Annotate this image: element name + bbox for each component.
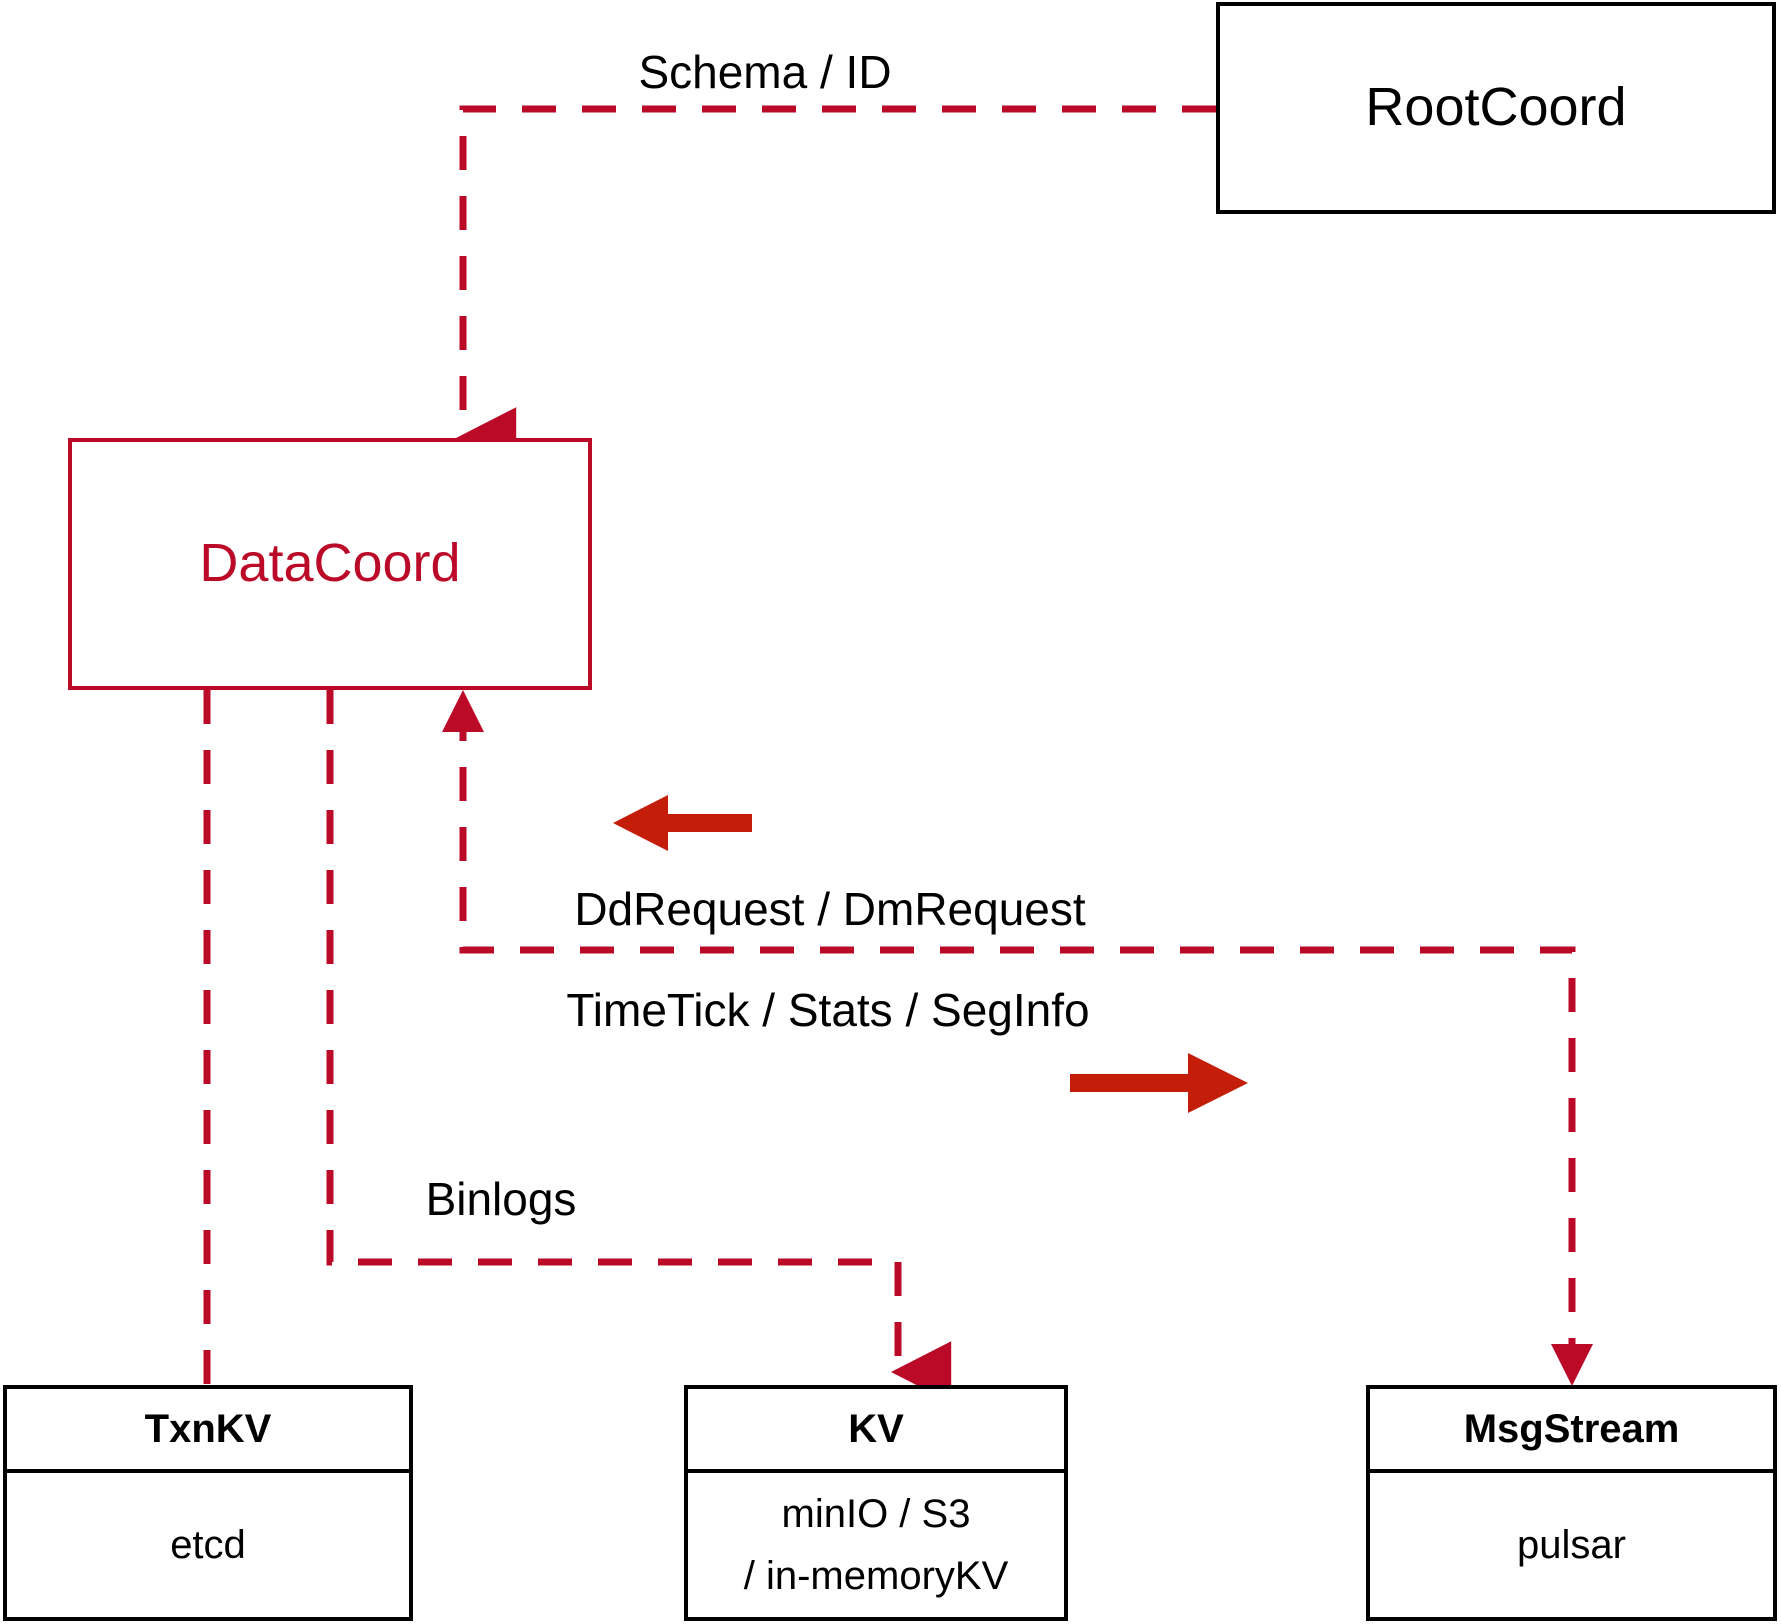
- node-kv-body: minIO / S3 / in-memoryKV: [688, 1473, 1064, 1617]
- arrowhead-into-msgstream: [1551, 1344, 1593, 1386]
- node-datacoord-label: DataCoord: [199, 533, 461, 594]
- node-rootcoord[interactable]: RootCoord: [1216, 2, 1776, 214]
- edge-label-timetick-stats-seginfo: TimeTick / Stats / SegInfo: [566, 984, 1090, 1036]
- direction-arrow-consume: [613, 795, 752, 851]
- node-txnkv[interactable]: TxnKV etcd: [3, 1385, 413, 1621]
- node-kv-label: KV: [688, 1389, 1064, 1473]
- node-txnkv-label: TxnKV: [7, 1389, 409, 1473]
- node-kv-impl-line1: minIO / S3: [781, 1492, 971, 1536]
- node-msgstream-label: MsgStream: [1370, 1389, 1773, 1473]
- edge-msgstream-bus: [442, 690, 1593, 1386]
- node-kv-impl-line2: / in-memoryKV: [743, 1554, 1009, 1598]
- node-txnkv-impl-line1: etcd: [170, 1523, 246, 1567]
- node-msgstream-impl-line1: pulsar: [1517, 1523, 1626, 1567]
- arrowhead-into-datacoord: [442, 690, 484, 732]
- node-kv[interactable]: KV minIO / S3 / in-memoryKV: [684, 1385, 1068, 1621]
- edge-label-schema-id: Schema / ID: [638, 46, 892, 98]
- node-txnkv-body: etcd: [7, 1473, 409, 1617]
- node-rootcoord-label: RootCoord: [1365, 77, 1627, 138]
- edge-label-binlogs: Binlogs: [425, 1173, 577, 1225]
- node-datacoord[interactable]: DataCoord: [68, 438, 592, 690]
- edge-label-ddrequest-dmrequest: DdRequest / DmRequest: [574, 883, 1086, 935]
- edge-schema-id: [455, 105, 1216, 469]
- direction-arrow-produce: [1070, 1053, 1248, 1113]
- node-msgstream[interactable]: MsgStream pulsar: [1366, 1385, 1777, 1621]
- node-msgstream-body: pulsar: [1370, 1473, 1773, 1617]
